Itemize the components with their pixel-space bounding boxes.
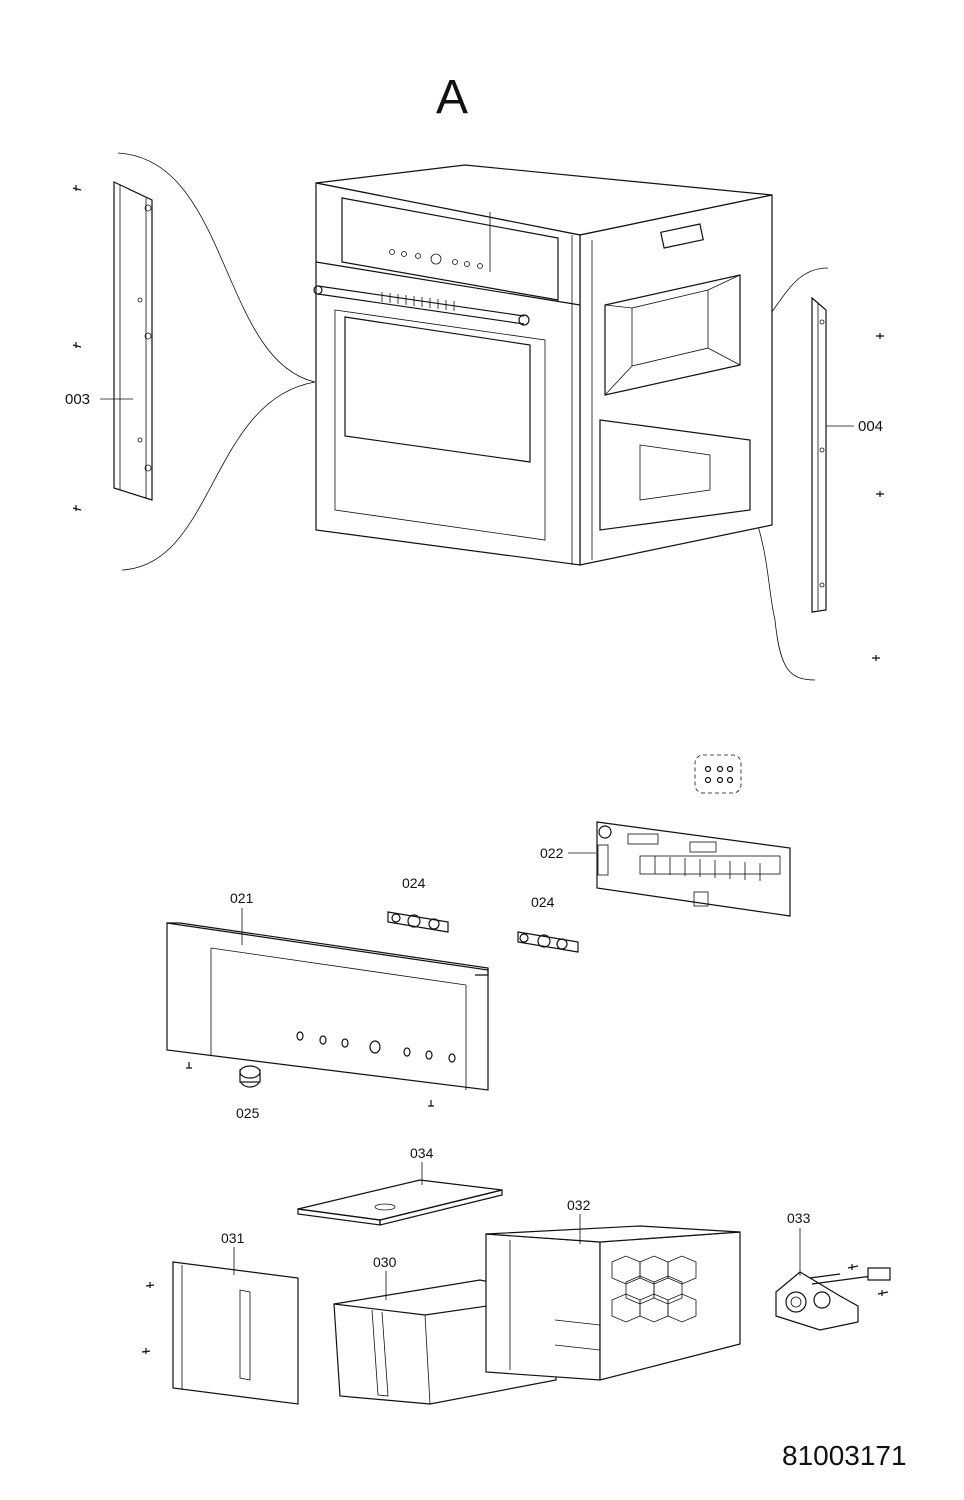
part-label-021: 021 <box>230 890 254 906</box>
part-label-024-b: 024 <box>531 894 555 910</box>
part-label-034: 034 <box>410 1145 434 1161</box>
part-label-024-a: 024 <box>402 875 426 891</box>
part-label-032: 032 <box>567 1197 591 1213</box>
callout-curve-left <box>117 152 316 571</box>
part-label-031: 031 <box>221 1230 245 1246</box>
screw-set-group <box>694 754 742 794</box>
view-title: A <box>436 71 469 124</box>
screw-icons-panel <box>186 1062 434 1107</box>
part-032-housing <box>485 1225 741 1381</box>
part-024-button-strip-b <box>517 931 579 953</box>
oven-assembly <box>313 164 773 566</box>
part-025-knob <box>239 1065 261 1088</box>
part-034-lid <box>297 1179 503 1226</box>
part-label-033: 033 <box>787 1210 811 1226</box>
document-number: 81003171 <box>782 1440 907 1471</box>
part-label-025: 025 <box>236 1105 260 1121</box>
part-024-button-strip-a <box>387 911 449 933</box>
screw-icons-left <box>72 185 82 511</box>
part-003-rail <box>113 181 153 501</box>
screw-icons-right <box>872 333 884 661</box>
screw-icons-cover <box>141 1282 155 1354</box>
part-004-rail <box>811 296 827 613</box>
part-label-003: 003 <box>65 391 91 408</box>
part-022-control-board <box>596 821 791 917</box>
part-031-cover <box>172 1261 299 1405</box>
part-label-030: 030 <box>373 1254 397 1270</box>
part-label-004: 004 <box>858 418 884 435</box>
part-021-control-panel <box>166 922 489 1091</box>
part-label-022: 022 <box>540 845 564 861</box>
part-033-valve <box>775 1264 891 1331</box>
